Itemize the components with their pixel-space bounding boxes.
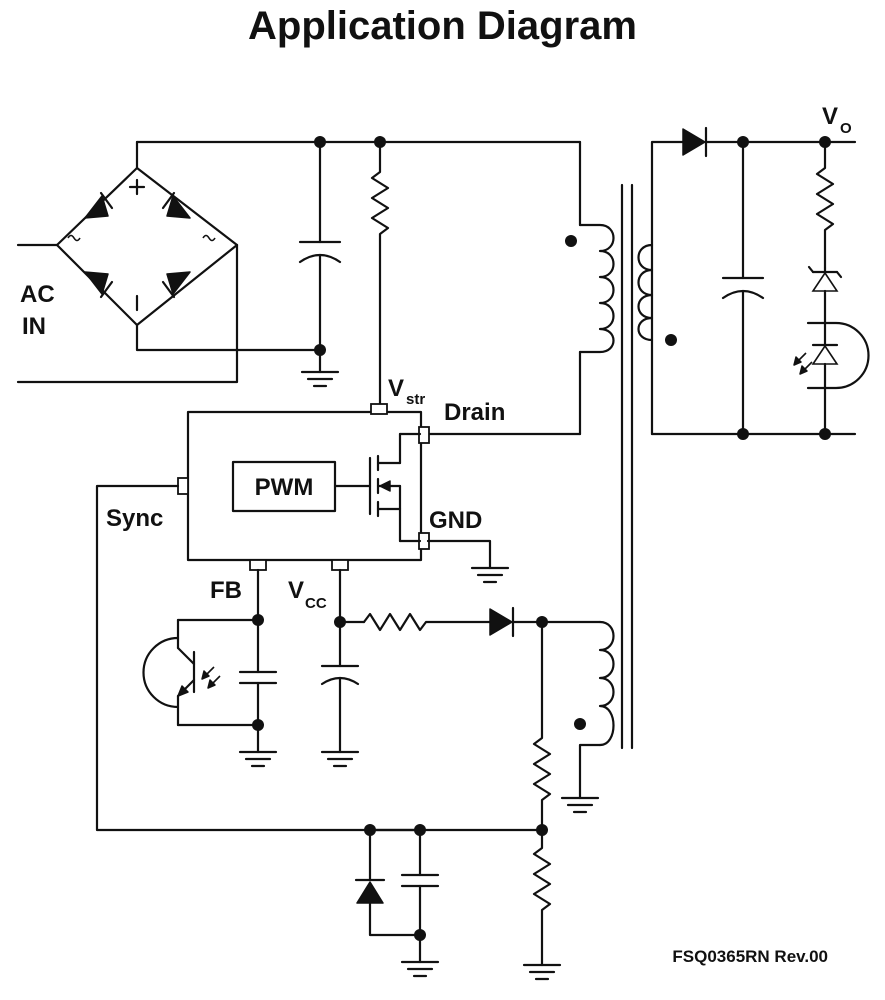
vcc-pin bbox=[331, 559, 349, 571]
vcc-label: V bbox=[288, 577, 304, 604]
junction-dot bbox=[252, 614, 264, 626]
sync-label: Sync bbox=[106, 505, 163, 532]
vcc-resistor bbox=[362, 612, 492, 632]
sync-wire bbox=[95, 484, 544, 832]
feedback-branch bbox=[793, 140, 870, 436]
polarity-dot bbox=[665, 334, 677, 346]
output-capacitor bbox=[721, 140, 765, 436]
footer-label: FSQ0365RN Rev.00 bbox=[672, 947, 828, 966]
secondary-winding bbox=[637, 140, 685, 436]
junction-dot bbox=[334, 616, 346, 628]
ac-input-wires bbox=[16, 140, 322, 384]
junction-dot bbox=[314, 344, 326, 356]
fb-pin bbox=[249, 559, 267, 571]
diagram-title: Application Diagram bbox=[248, 4, 637, 48]
junction-dot bbox=[314, 136, 326, 148]
gnd-label: GND bbox=[429, 507, 482, 534]
dc-bus-wires bbox=[135, 140, 582, 436]
primary-winding bbox=[578, 223, 615, 354]
vstr-subscript: str bbox=[406, 391, 425, 408]
vcc-diode bbox=[489, 606, 544, 638]
gnd-wire bbox=[426, 539, 510, 584]
divider-resistors bbox=[522, 620, 562, 981]
sync-pin bbox=[177, 477, 189, 495]
vo-subscript: O bbox=[840, 120, 852, 137]
vo-label: V bbox=[822, 103, 838, 130]
ground-icon bbox=[300, 370, 340, 388]
vcc-subscript: CC bbox=[305, 595, 327, 612]
mosfet-icon bbox=[333, 432, 422, 543]
in-label: IN bbox=[22, 313, 46, 340]
junction-dot bbox=[737, 428, 749, 440]
auxiliary-winding bbox=[540, 620, 615, 814]
junction-dot bbox=[414, 824, 426, 836]
polarity-dot bbox=[565, 235, 577, 247]
ac-label: AC bbox=[20, 281, 55, 308]
junction-dot bbox=[414, 929, 426, 941]
fb-network bbox=[176, 568, 278, 768]
pwm-label: PWM bbox=[255, 474, 314, 501]
sync-clamp bbox=[354, 828, 440, 978]
vstr-label: V bbox=[388, 375, 404, 402]
drain-label: Drain bbox=[444, 399, 505, 426]
startup-resistor bbox=[370, 140, 390, 406]
junction-dot bbox=[252, 719, 264, 731]
transformer-core bbox=[620, 183, 634, 750]
drain-pin bbox=[418, 426, 430, 444]
bridge-rectifier bbox=[55, 166, 239, 327]
optocoupler-transistor-icon bbox=[142, 618, 221, 727]
fb-label: FB bbox=[210, 577, 242, 604]
bulk-capacitor bbox=[298, 140, 342, 374]
vstr-pin bbox=[370, 403, 388, 415]
vcc-network bbox=[320, 568, 366, 768]
polarity-dot bbox=[574, 718, 586, 730]
